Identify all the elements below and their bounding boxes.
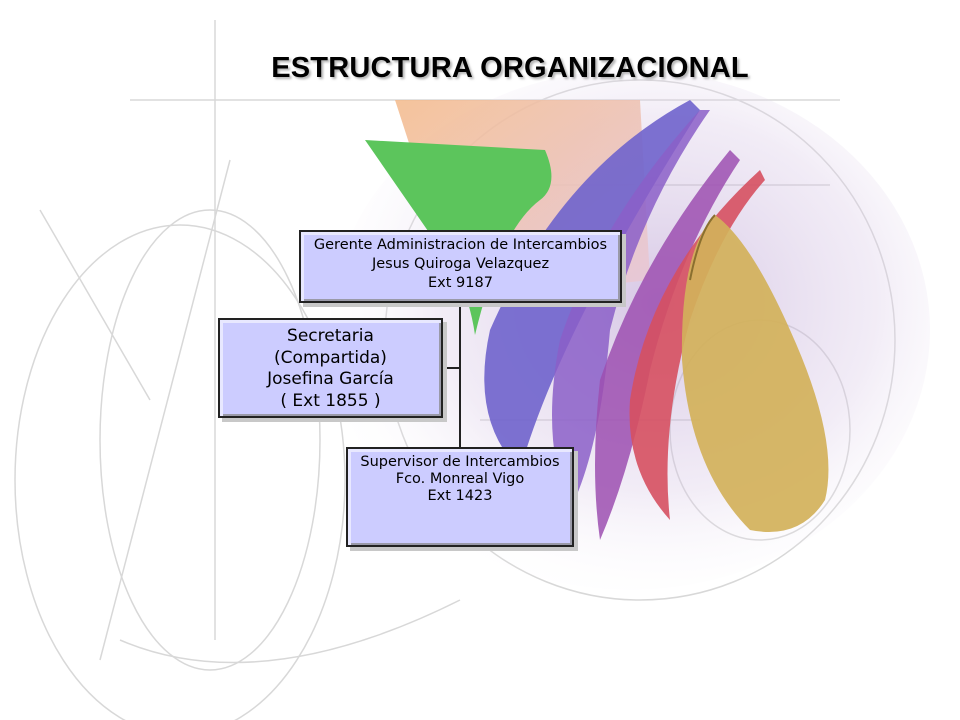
supervisor-title: Supervisor de Intercambios <box>360 454 560 470</box>
supervisor-extension: Ext 1423 <box>427 488 493 504</box>
manager-extension: Ext 9187 <box>428 275 493 291</box>
manager-node: Gerente Administracion de Intercambios J… <box>299 230 622 303</box>
supervisor-node: Supervisor de Intercambios Fco. Monreal … <box>346 447 574 547</box>
connector-vertical <box>459 303 461 447</box>
secretary-title: Secretaria <box>287 326 374 346</box>
page-title: ESTRUCTURA ORGANIZACIONAL <box>271 52 749 84</box>
manager-title: Gerente Administracion de Intercambios <box>313 237 608 253</box>
secretary-name: Josefina García <box>267 369 394 389</box>
manager-name: Jesus Quiroga Velazquez <box>371 256 550 272</box>
supervisor-name: Fco. Monreal Vigo <box>395 471 525 487</box>
secretary-node: Secretaria (Compartida) Josefina García … <box>218 318 443 418</box>
connector-to-secretary <box>443 367 460 369</box>
secretary-note: (Compartida) <box>274 347 387 368</box>
secretary-extension: ( Ext 1855 ) <box>280 390 381 411</box>
